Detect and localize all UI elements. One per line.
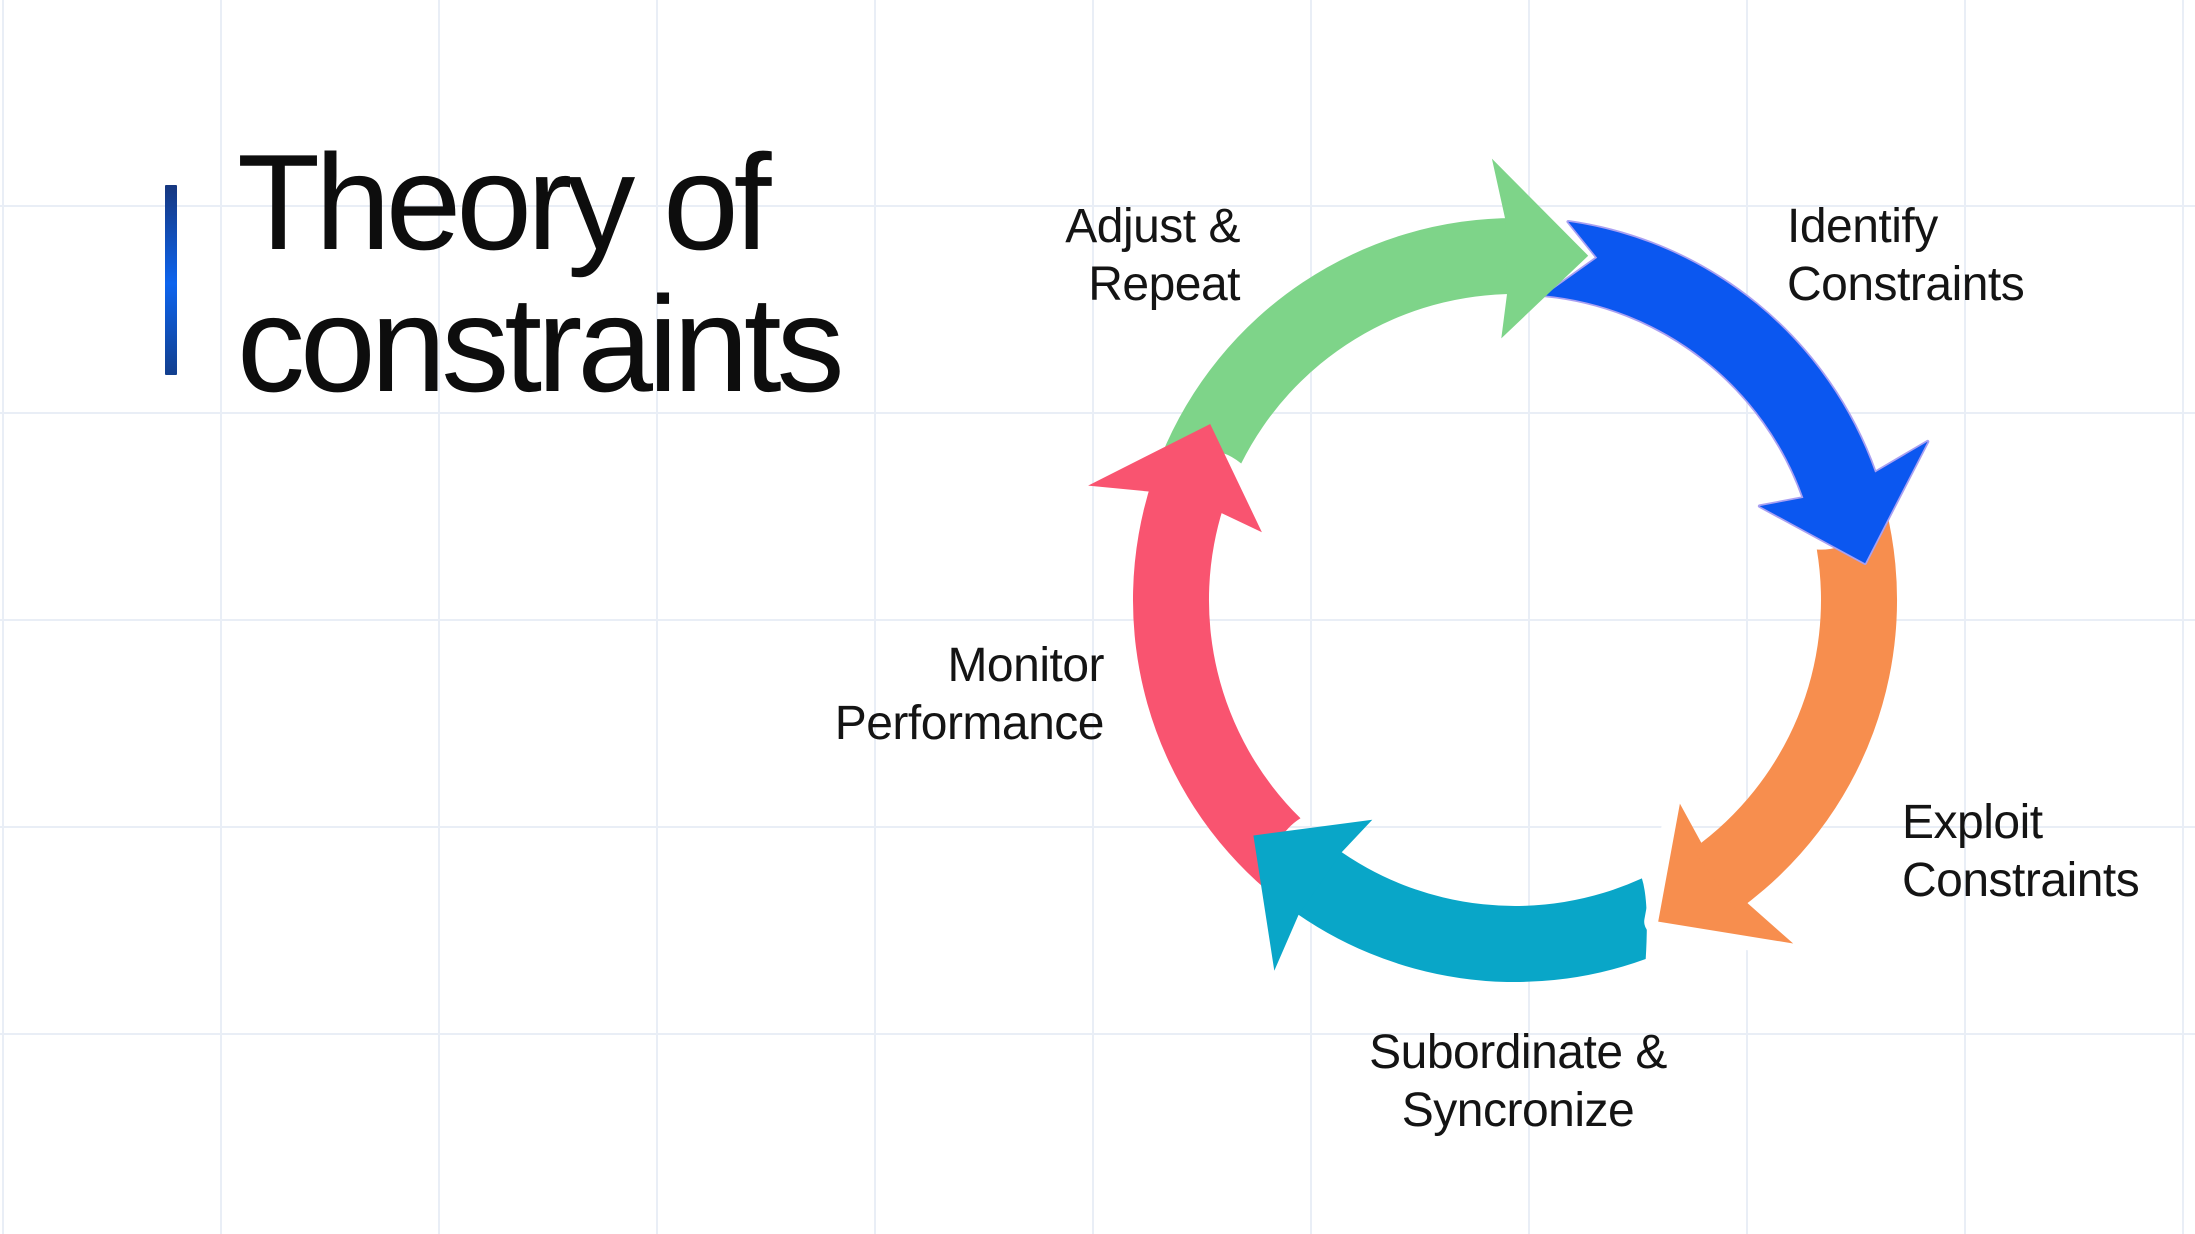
label-subordinate-syncronize: Subordinate & Syncronize: [1369, 1024, 1667, 1140]
arrow-head-exploit-constraints: [1658, 803, 1794, 944]
arrow-band-exploit-constraints: [1692, 507, 1898, 911]
label-line: Adjust &: [1065, 200, 1240, 253]
arrow-band-adjust-repeat: [1160, 217, 1519, 464]
arrow-band-subordinate-syncronize: [1287, 846, 1647, 983]
label-line: Repeat: [1088, 258, 1240, 311]
label-adjust-repeat: Adjust & Repeat: [1065, 198, 1240, 314]
label-line: Subordinate &: [1369, 1026, 1667, 1079]
label-line: Syncronize: [1401, 1084, 1635, 1137]
label-line: Identify: [1787, 200, 1938, 253]
arrow-head-monitor-performance: [1088, 424, 1262, 533]
label-exploit-constraints: Exploit Constraints: [1902, 794, 2140, 910]
arrow-head-adjust-repeat: [1491, 158, 1589, 339]
label-line: Performance: [834, 697, 1105, 750]
arrow-identify-constraints: [1542, 219, 1930, 565]
label-line: Exploit: [1902, 796, 2043, 849]
label-identify-constraints: Identify Constraints: [1787, 198, 2025, 314]
label-line: Constraints: [1902, 854, 2140, 907]
page-title-line-1: Theory of: [237, 126, 771, 278]
label-line: Monitor: [947, 639, 1104, 692]
title-accent-bar: [165, 185, 177, 375]
label-monitor-performance: Monitor Performance: [834, 637, 1105, 753]
page-title-line-2: constraints: [237, 268, 845, 420]
arrow-band-monitor-performance: [1132, 478, 1301, 893]
label-line: Constraints: [1787, 258, 2025, 311]
arrow-head-subordinate-syncronize: [1253, 819, 1373, 971]
